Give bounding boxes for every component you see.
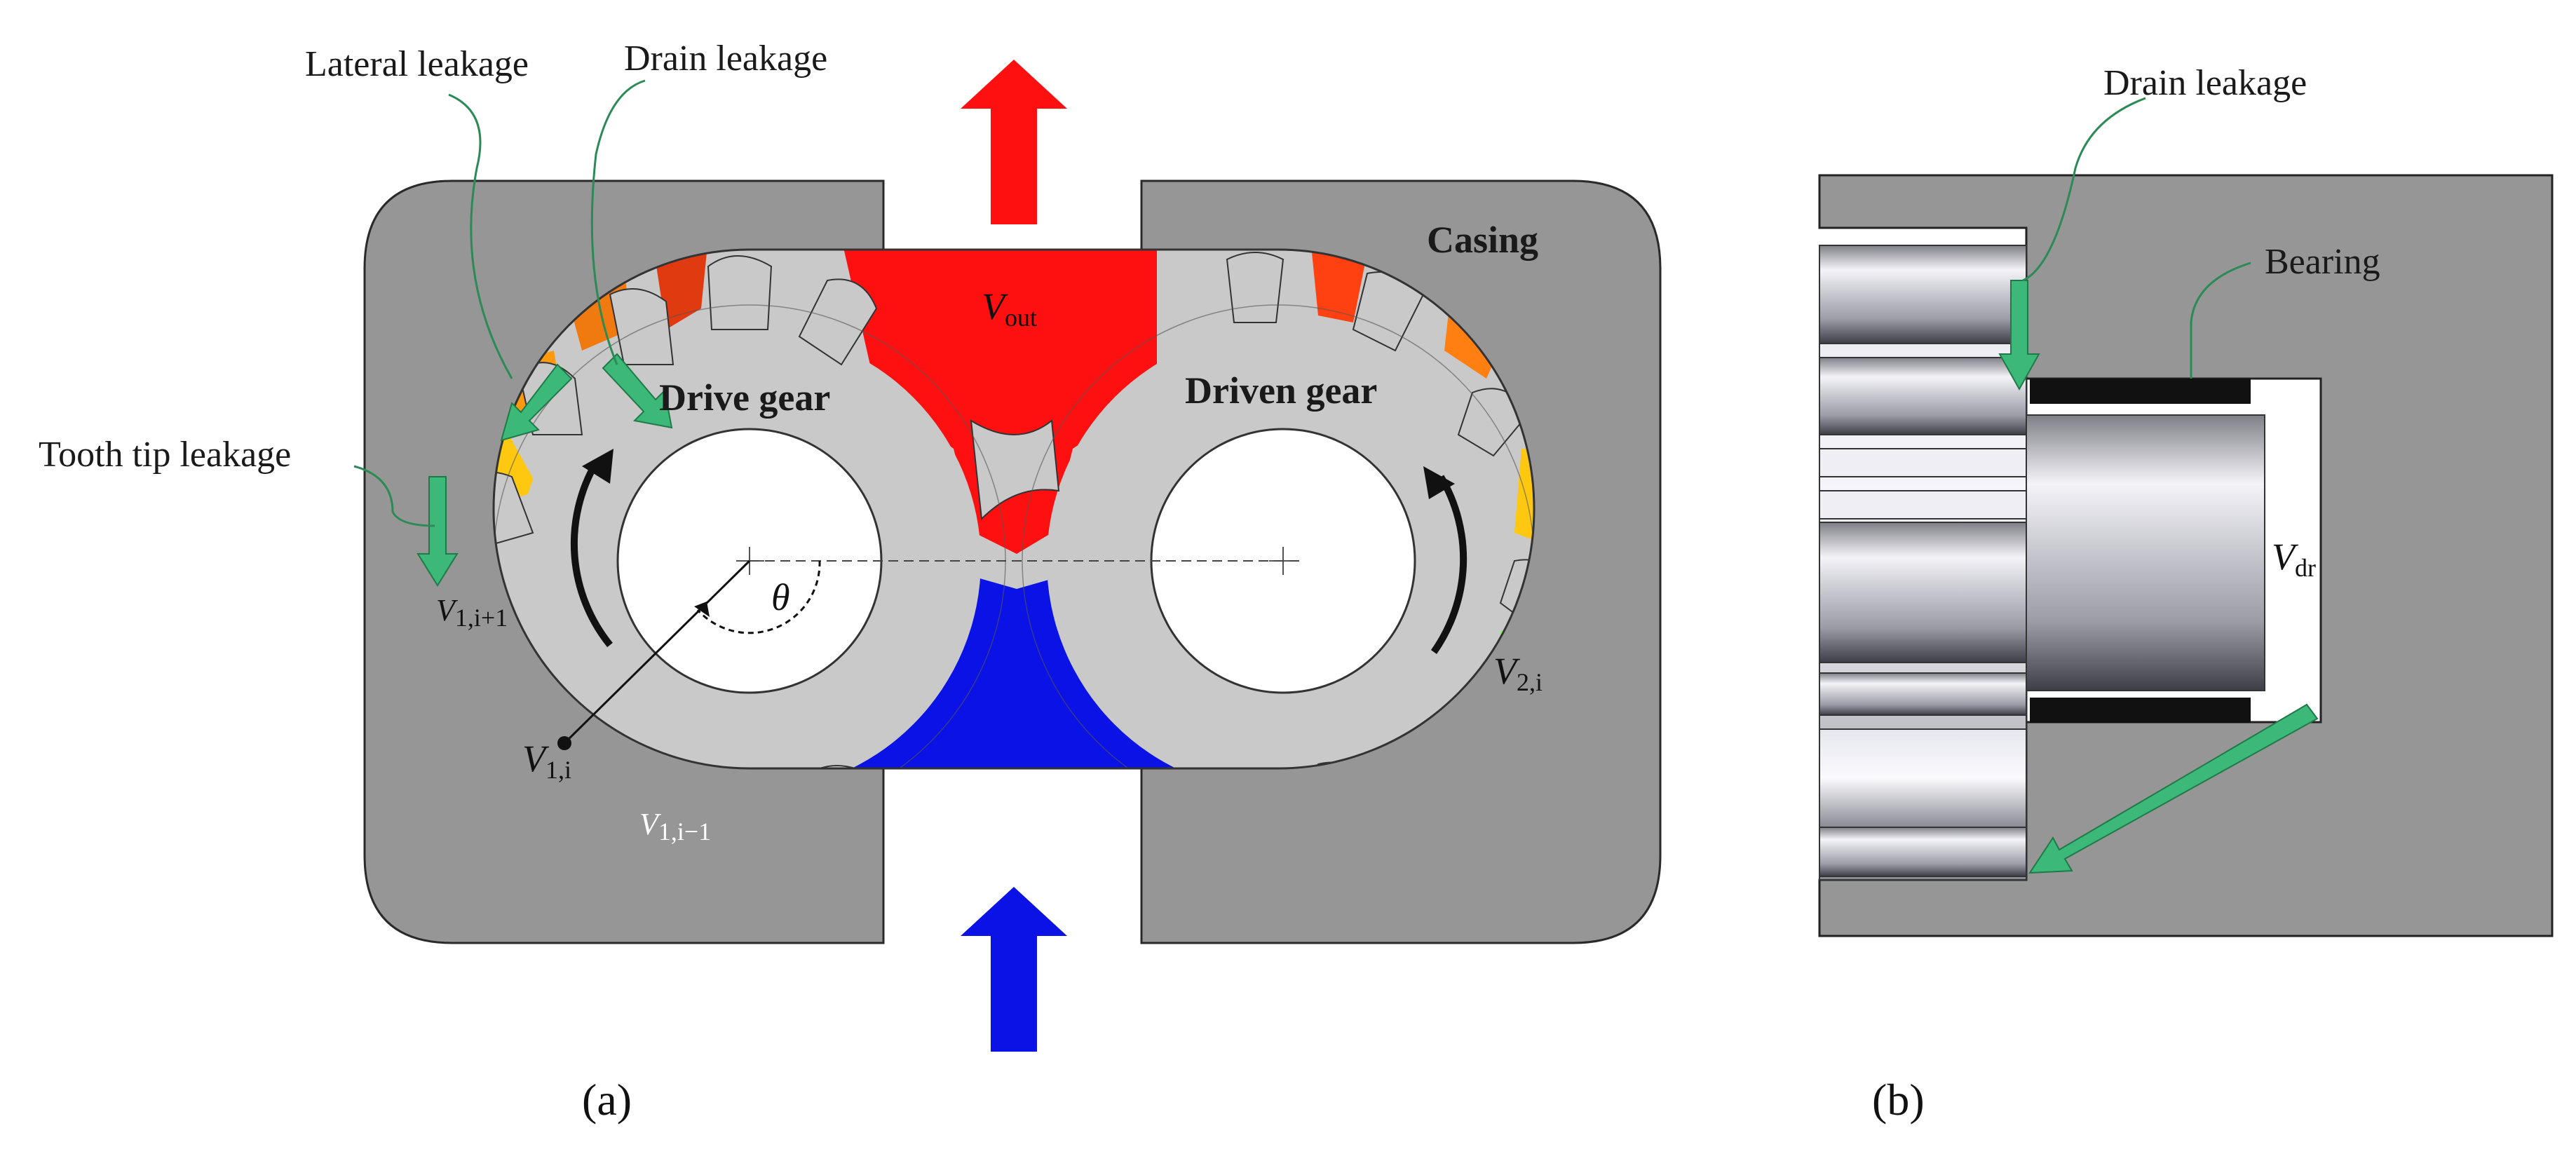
v-2-i-label: V2,i bbox=[1493, 650, 1543, 696]
driven-rotation-arrowhead bbox=[1423, 466, 1455, 499]
radius-endpoint bbox=[557, 736, 571, 750]
radius-line bbox=[563, 559, 751, 745]
lateral-leakage-label: Lateral leakage bbox=[305, 44, 529, 84]
drive-rotation-arrowhead bbox=[582, 449, 614, 484]
v-1-i-plus-1-label: V1,i+1 bbox=[436, 593, 508, 632]
shaft bbox=[2026, 414, 2265, 691]
inlet-arrow bbox=[961, 887, 1067, 1052]
panel-a-tag: (a) bbox=[582, 1075, 632, 1125]
drive-rotation-arrow bbox=[570, 461, 613, 648]
leader-lines-a bbox=[353, 79, 646, 527]
v-dr-label: Vdr bbox=[2272, 536, 2316, 582]
bearing-label: Bearing bbox=[2265, 242, 2380, 282]
chamber-yellow-2 bbox=[1514, 449, 1534, 554]
leak-arrows-a bbox=[416, 353, 673, 587]
leader-lines-b bbox=[2022, 97, 2251, 379]
lateral-leak-arrow bbox=[500, 363, 573, 442]
drain-leak-arrow bbox=[602, 353, 673, 429]
chamber-red-2 bbox=[1311, 250, 1367, 323]
theta-arc bbox=[696, 560, 821, 634]
drain-leak-arrow-b bbox=[1998, 280, 2040, 391]
bearing-top bbox=[2030, 379, 2251, 404]
panel-b: Drain leakage Bearing Vdr (b) bbox=[1818, 63, 2554, 1125]
tooth-tip-leakage-label: Tooth tip leakage bbox=[39, 435, 291, 475]
inlet-chamber bbox=[841, 575, 1185, 768]
mesh-zone bbox=[970, 419, 1060, 521]
panel-a: Lateral leakage Drain leakage Tooth tip … bbox=[39, 39, 1662, 1125]
drain-leakage-label-b: Drain leakage bbox=[2103, 63, 2307, 103]
outlet-chamber bbox=[841, 250, 1157, 554]
casing-label: Casing bbox=[1427, 219, 1538, 261]
bearing-bottom bbox=[2030, 698, 2251, 723]
drive-gear-label: Drive gear bbox=[659, 376, 830, 419]
gear-cavity-outline bbox=[492, 248, 1536, 770]
driven-rotation-arrow bbox=[1430, 475, 1467, 654]
chamber-yellow-1 bbox=[494, 428, 540, 505]
v-in-label: Vin bbox=[985, 790, 1028, 836]
driven-gear-label: Driven gear bbox=[1185, 369, 1377, 412]
panel-b-tag: (b) bbox=[1872, 1075, 1925, 1125]
diagonal-leak-arrow-b bbox=[2028, 703, 2319, 874]
outlet-arrow bbox=[961, 60, 1067, 224]
v-out-label: Vout bbox=[982, 285, 1037, 332]
theta-arc-arrowhead bbox=[694, 602, 710, 617]
tooth-tip-leak-arrow bbox=[416, 476, 459, 587]
gear-side-view bbox=[1819, 245, 2027, 881]
v-1-i-label: V1,i bbox=[522, 738, 571, 784]
theta-label: θ bbox=[771, 576, 790, 618]
v-1-i-minus-1-label: V1,i−1 bbox=[639, 807, 711, 846]
drain-leakage-label-a: Drain leakage bbox=[624, 39, 827, 79]
